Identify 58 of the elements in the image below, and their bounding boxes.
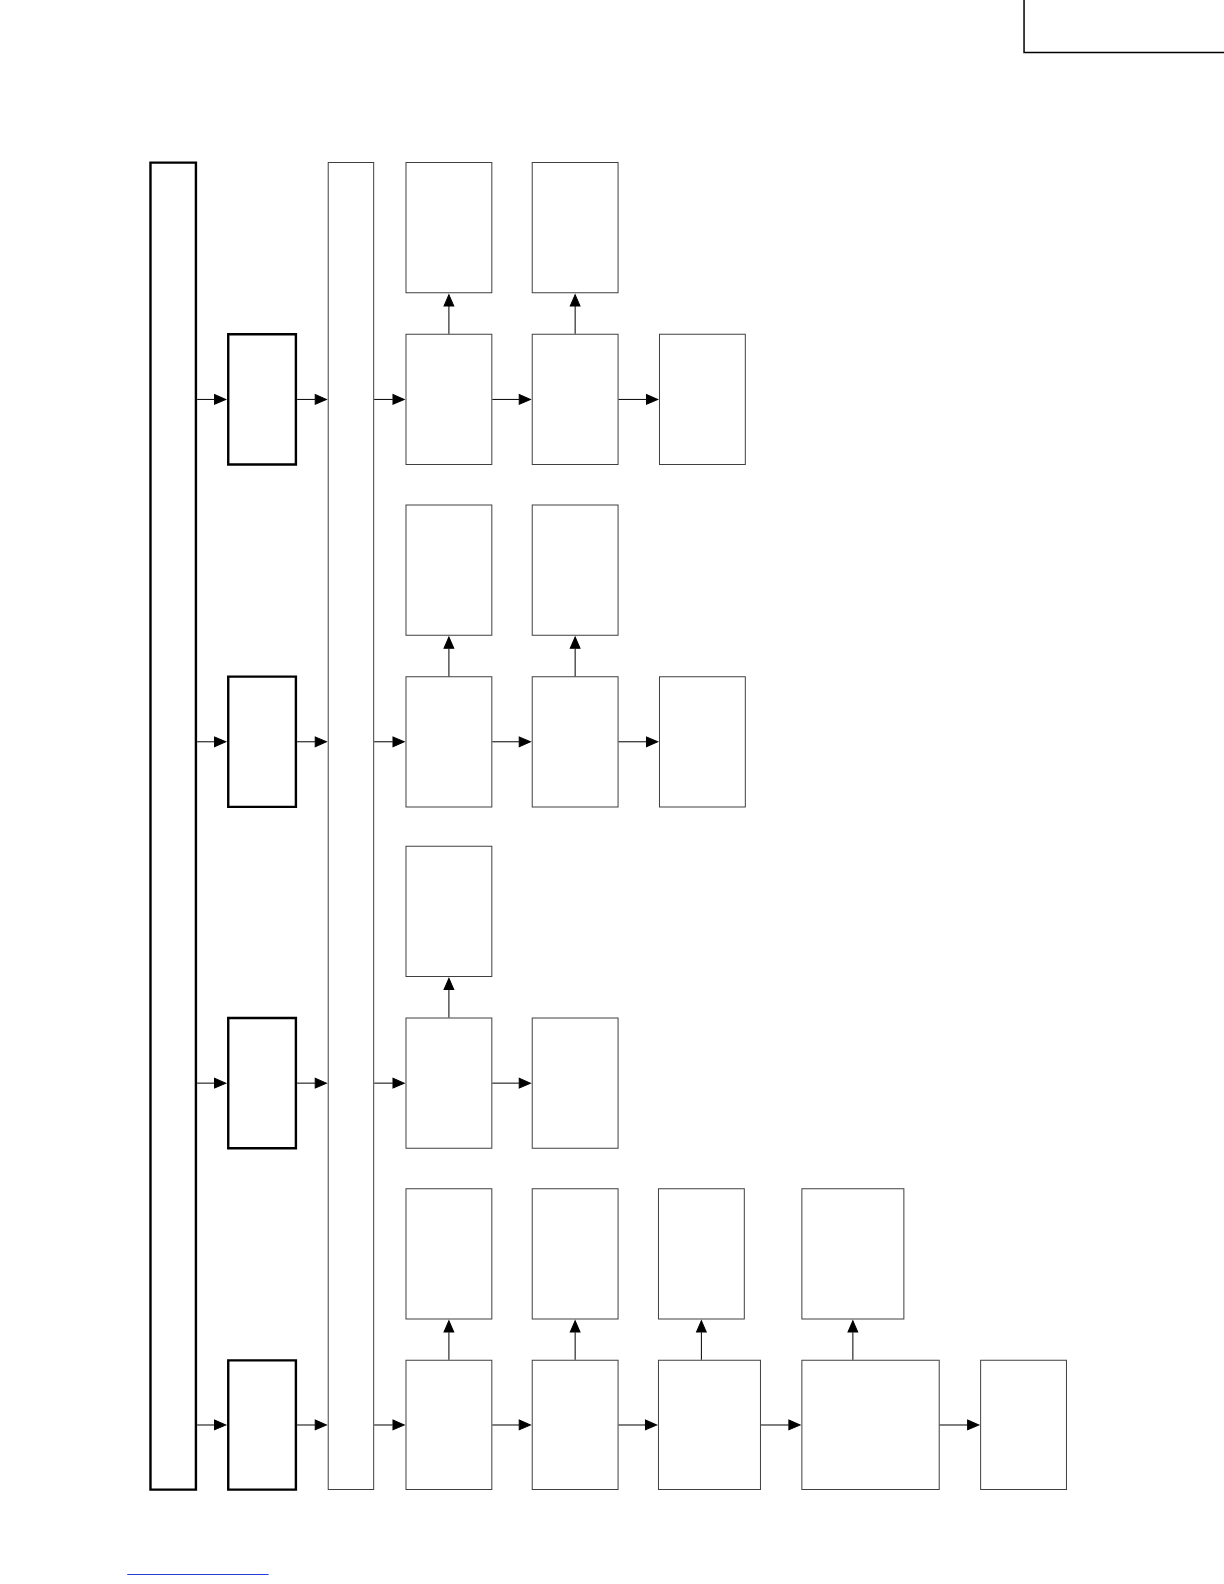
arrow	[196, 1077, 227, 1089]
arrow	[296, 736, 327, 748]
arrow	[373, 1077, 405, 1089]
block-box	[405, 504, 493, 636]
arrow	[491, 1419, 531, 1431]
block-box	[405, 1188, 493, 1320]
arrow	[618, 736, 659, 748]
arrow	[196, 1419, 227, 1431]
block-box	[405, 1359, 493, 1491]
arrow	[618, 1419, 658, 1431]
block-box	[149, 161, 198, 1491]
block-box	[659, 676, 746, 808]
arrow	[196, 394, 227, 405]
arrow	[296, 1419, 327, 1431]
block-box	[227, 333, 298, 466]
block-box	[531, 162, 619, 294]
block-box	[405, 845, 493, 978]
block-box	[405, 676, 493, 808]
block-box	[227, 675, 298, 809]
block-box	[659, 333, 746, 466]
block-box	[531, 504, 619, 636]
arrow	[939, 1419, 980, 1431]
arrow	[196, 736, 227, 748]
arrow	[491, 1077, 531, 1089]
block-box	[980, 1359, 1067, 1491]
block-box	[657, 1188, 745, 1320]
block-box	[657, 1359, 761, 1491]
arrow	[569, 636, 581, 677]
block-box	[531, 676, 619, 808]
block-box	[405, 333, 493, 466]
block-box	[227, 1359, 298, 1491]
block-box	[531, 333, 619, 466]
arrow	[296, 1077, 327, 1089]
arrow	[373, 736, 405, 748]
arrow	[443, 1320, 455, 1361]
arrow	[569, 1320, 581, 1361]
block-box	[405, 162, 493, 294]
arrow	[373, 1419, 405, 1431]
arrow	[491, 736, 531, 748]
block-box	[405, 1017, 493, 1149]
arrow	[847, 1320, 859, 1361]
block-box	[801, 1188, 905, 1320]
arrow	[296, 394, 327, 405]
block-box	[227, 1016, 298, 1150]
arrow	[443, 294, 455, 335]
arrow	[491, 394, 531, 405]
arrow	[443, 977, 455, 1018]
block-box	[531, 1188, 619, 1320]
block-box	[531, 1359, 619, 1491]
arrow	[760, 1419, 801, 1431]
arrow	[443, 636, 455, 677]
arrow	[618, 394, 659, 405]
arrow	[569, 294, 581, 335]
block-box	[327, 162, 375, 1491]
block-box	[531, 1017, 619, 1149]
block-box	[801, 1359, 940, 1491]
arrow	[696, 1320, 707, 1361]
arrow	[373, 394, 405, 405]
